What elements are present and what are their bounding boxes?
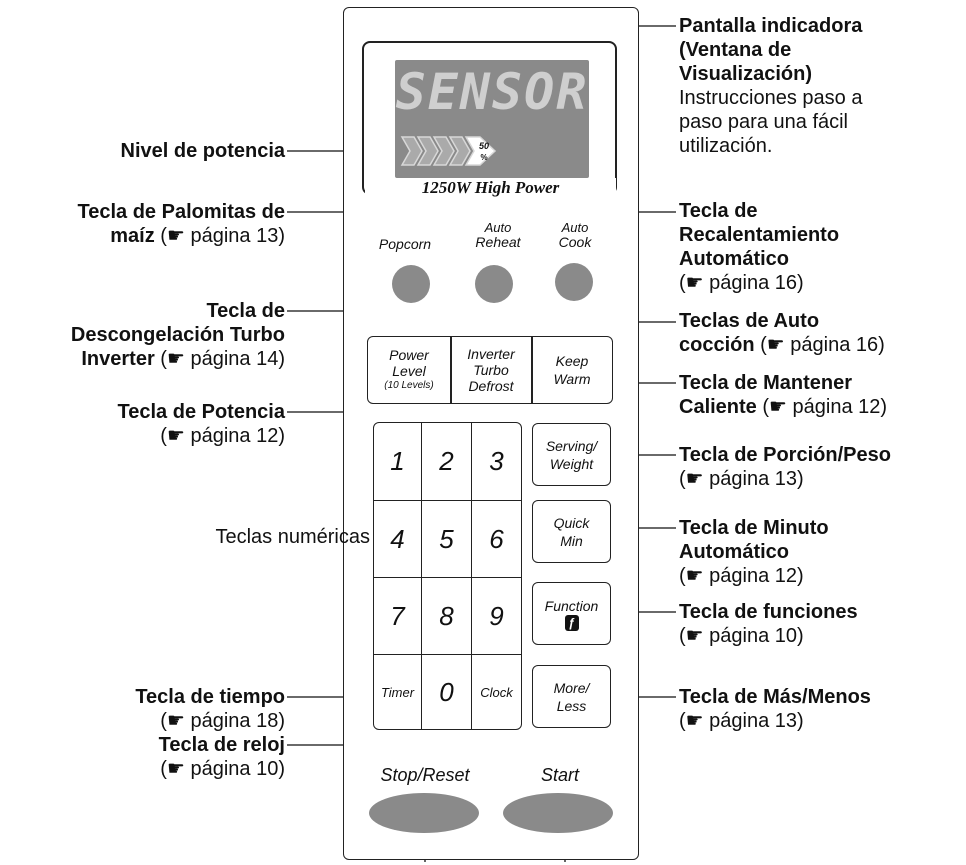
pointing-hand-icon: ☛ (166, 225, 185, 247)
key-5[interactable]: 5 (439, 523, 454, 554)
key-3[interactable]: 3 (489, 446, 504, 476)
function-icon: ƒ (564, 614, 579, 631)
recalentamiento-annotation: Tecla de Recalentamiento Automático (☛ p… (679, 200, 840, 294)
key-9[interactable]: 9 (489, 600, 504, 631)
stop-reset-button[interactable] (369, 793, 479, 833)
numericas-annotation: Teclas numéricas (215, 526, 370, 548)
minuto-annotation: Tecla de Minuto Automático (☛ página 12) (679, 517, 829, 587)
key-6[interactable]: 6 (489, 523, 504, 554)
function-button[interactable]: Function ƒ (532, 582, 611, 645)
key-2[interactable]: 2 (439, 446, 454, 476)
start-button[interactable] (503, 793, 613, 833)
mantener-annotation: Tecla de Mantener Caliente (☛ página 12) (679, 372, 888, 418)
pointing-hand-icon: ☛ (166, 710, 185, 732)
more-less-button[interactable]: More/ Less (532, 665, 611, 728)
key-8[interactable]: 8 (439, 600, 454, 631)
pointing-hand-icon: ☛ (769, 396, 787, 418)
start-label: Start (540, 765, 579, 785)
quick-min-button[interactable]: Quick Min (532, 500, 611, 563)
mas-menos-annotation: Tecla de Más/Menos (☛ página 13) (679, 686, 871, 732)
lcd-text: SENSOR (395, 63, 589, 121)
pointing-hand-icon: ☛ (685, 565, 704, 587)
keep-warm-button[interactable]: Keep Warm (553, 353, 591, 387)
timer-button[interactable]: Timer (380, 684, 415, 700)
popcorn-label: Popcorn (378, 236, 432, 252)
chevron-bar-icon: 50 % (400, 136, 497, 166)
reloj-annotation: Tecla de reloj (☛ página 10) (158, 734, 285, 780)
pointing-hand-icon: ☛ (766, 334, 785, 356)
number-keypad (373, 422, 522, 730)
palomitas-annotation: Tecla de Palomitas de maíz (☛ página 13) (77, 201, 286, 247)
control-panel (343, 7, 639, 860)
power-rating: 1250W High Power (365, 178, 616, 198)
turbo-defrost-button[interactable]: Inverter Turbo Defrost (467, 346, 515, 394)
key-0[interactable]: 0 (439, 676, 454, 707)
auto-reheat-button[interactable] (475, 265, 513, 303)
pointing-hand-icon: ☛ (685, 272, 704, 294)
pointing-hand-icon: ☛ (166, 758, 185, 780)
funciones-annotation: Tecla de funciones (☛ página 10) (679, 601, 858, 647)
auto-cook-button[interactable] (555, 263, 593, 301)
pointing-hand-icon: ☛ (685, 468, 704, 490)
tiempo-annotation: Tecla de tiempo (☛ página 18) (135, 686, 285, 732)
descongelacion-annotation: Tecla de Descongelación Turbo Inverter (… (70, 300, 285, 370)
key-1[interactable]: 1 (390, 446, 405, 476)
pointing-hand-icon: ☛ (685, 710, 704, 732)
pointing-hand-icon: ☛ (166, 425, 185, 447)
power-percent: 50 (479, 141, 489, 151)
key-4[interactable]: 4 (390, 523, 405, 554)
porcion-annotation: Tecla de Porción/Peso (☛ página 13) (679, 444, 891, 490)
key-7[interactable]: 7 (390, 600, 405, 631)
potencia-annotation: Tecla de Potencia (☛ página 12) (117, 401, 285, 447)
serving-weight-button[interactable]: Serving/ Weight (532, 423, 611, 486)
pointing-hand-icon: ☛ (166, 348, 185, 370)
auto-coccion-annotation: Teclas de Auto cocción (☛ página 16) (679, 310, 885, 356)
nivel-annotation: Nivel de potencia (120, 140, 286, 162)
pantalla-annotation: Pantalla indicadora (Ventana de Visualiz… (679, 15, 863, 157)
stop-reset-label: Stop/Reset (380, 765, 470, 785)
popcorn-button[interactable] (392, 265, 430, 303)
mode-key-row (367, 336, 613, 404)
clock-button[interactable]: Clock (480, 684, 513, 700)
pointing-hand-icon: ☛ (685, 625, 704, 647)
power-level-button[interactable]: Power Level (10 Levels) (384, 347, 434, 391)
power-percent-unit: % (480, 153, 487, 162)
